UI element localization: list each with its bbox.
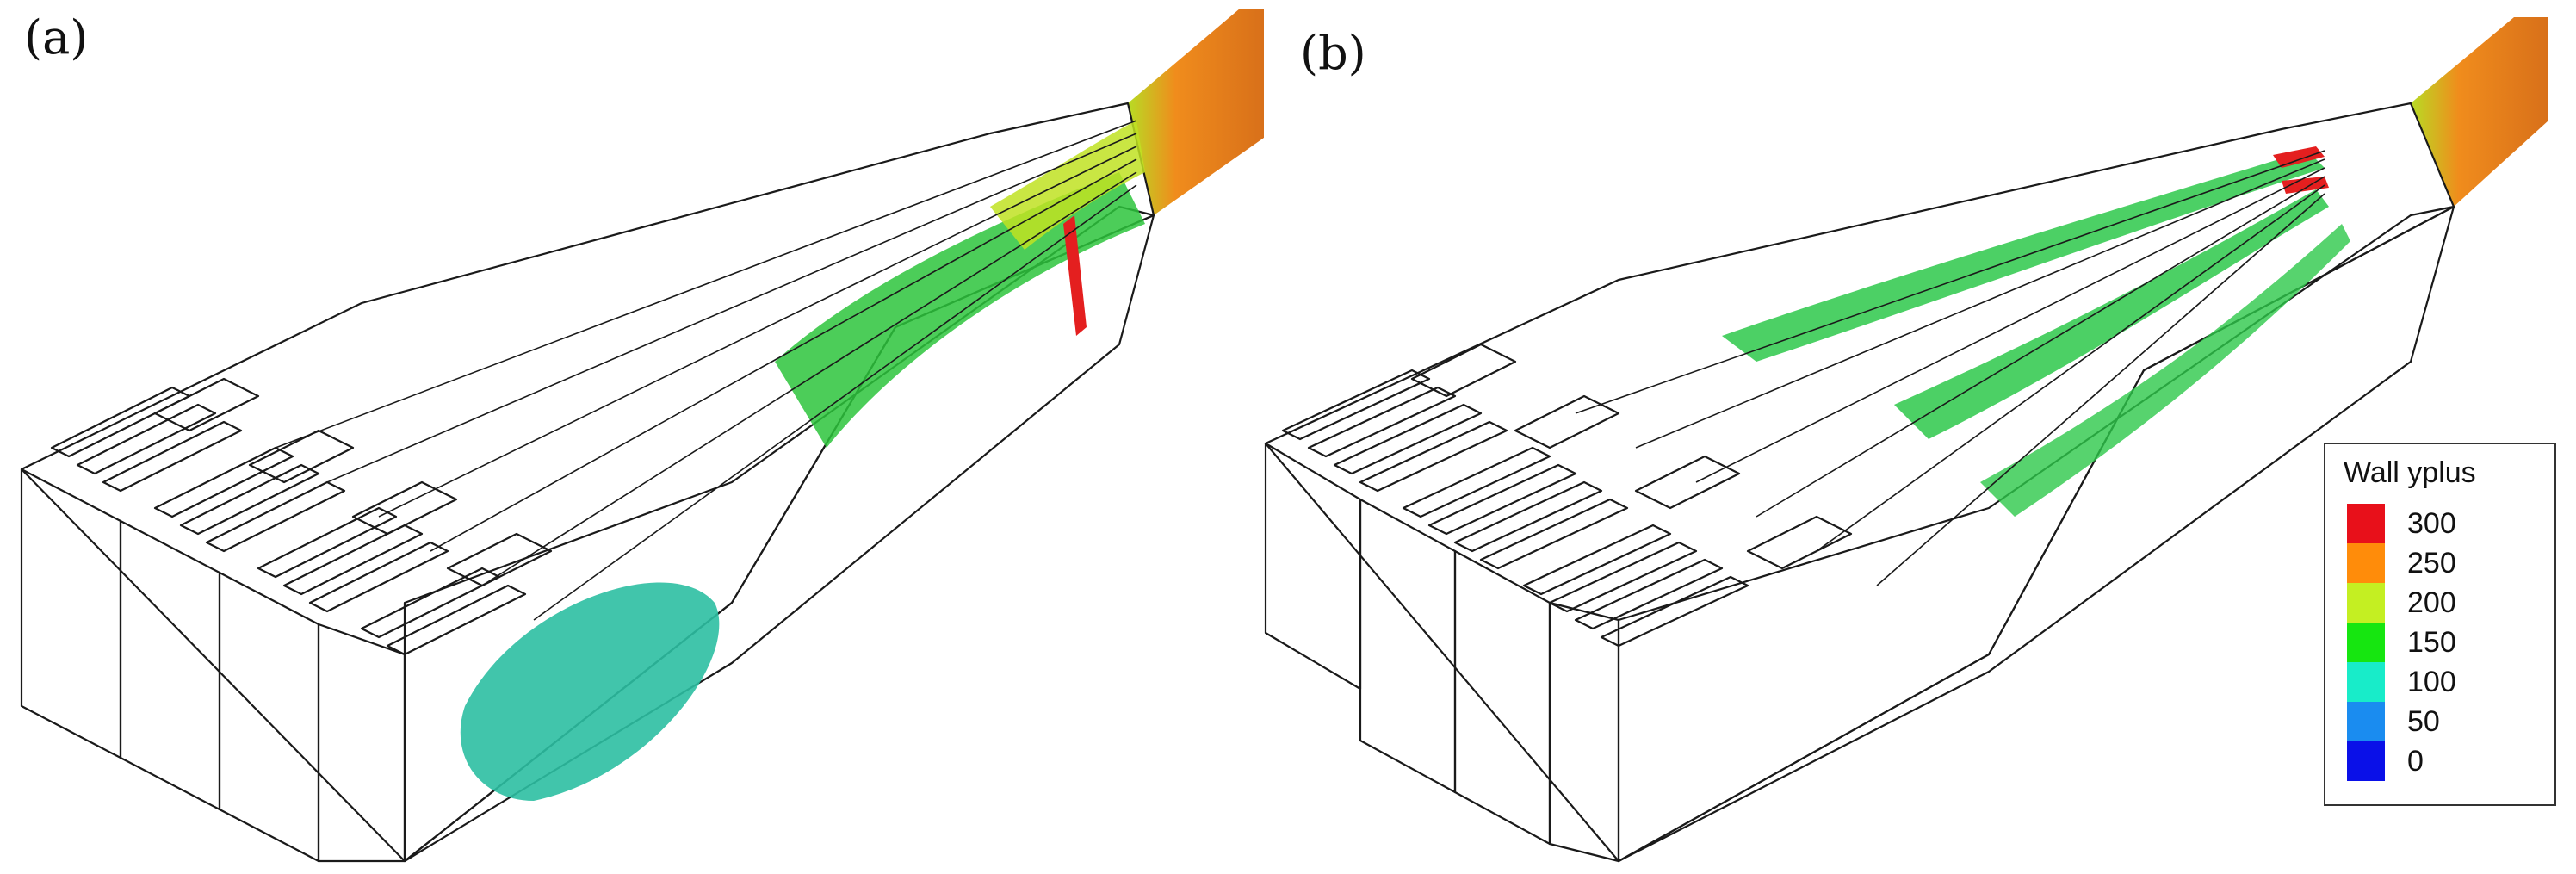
panel-b-outlet-pipe bbox=[2411, 17, 2548, 207]
panel-a-yellow-band bbox=[990, 121, 1145, 250]
panel-b-channel-lines bbox=[1575, 150, 2325, 586]
panel-b-bottom-edge bbox=[1618, 206, 2455, 862]
panel-a-inlet-boxes bbox=[20, 468, 406, 863]
panel-a-teal-patch bbox=[460, 582, 720, 801]
legend-swatch bbox=[2347, 702, 2385, 741]
legend-swatch bbox=[2347, 543, 2385, 583]
panel-b-label: (b) bbox=[1300, 26, 1366, 80]
panel-b-red-tip bbox=[2273, 146, 2325, 168]
panel-a-channel-lines bbox=[275, 120, 1137, 621]
legend-tick-label: 150 bbox=[2407, 626, 2456, 659]
panel-a-outlet-pipe bbox=[1128, 9, 1264, 215]
panel-a-red-streak bbox=[1063, 215, 1087, 336]
legend-tick-label: 100 bbox=[2407, 666, 2456, 698]
legend-swatch bbox=[2347, 504, 2385, 543]
panel-b: (b) bbox=[1264, 17, 2556, 863]
panel-b-inlet-boxes bbox=[1264, 442, 1620, 863]
panel-a: (a) bbox=[20, 9, 1264, 863]
panel-b-green-jets bbox=[1722, 151, 2350, 517]
legend-tick-label: 250 bbox=[2407, 547, 2456, 580]
legend-tick-label: 300 bbox=[2407, 507, 2456, 540]
legend-swatch bbox=[2347, 623, 2385, 662]
legend-swatch bbox=[2347, 583, 2385, 623]
panel-a-fins bbox=[50, 377, 553, 656]
legend-tick-label: 50 bbox=[2407, 705, 2440, 738]
legend-tick-label: 200 bbox=[2407, 586, 2456, 619]
legend-title: Wall yplus bbox=[2344, 456, 2476, 489]
panel-a-label: (a) bbox=[24, 10, 88, 65]
legend: Wall yplus 300 250 200 150 100 50 0 bbox=[2324, 443, 2556, 806]
legend-swatch bbox=[2347, 662, 2385, 702]
panel-b-fins bbox=[1281, 343, 1853, 648]
legend-swatch bbox=[2347, 741, 2385, 781]
legend-items: 300 250 200 150 100 50 0 bbox=[2347, 504, 2456, 781]
legend-tick-label: 0 bbox=[2407, 745, 2424, 778]
